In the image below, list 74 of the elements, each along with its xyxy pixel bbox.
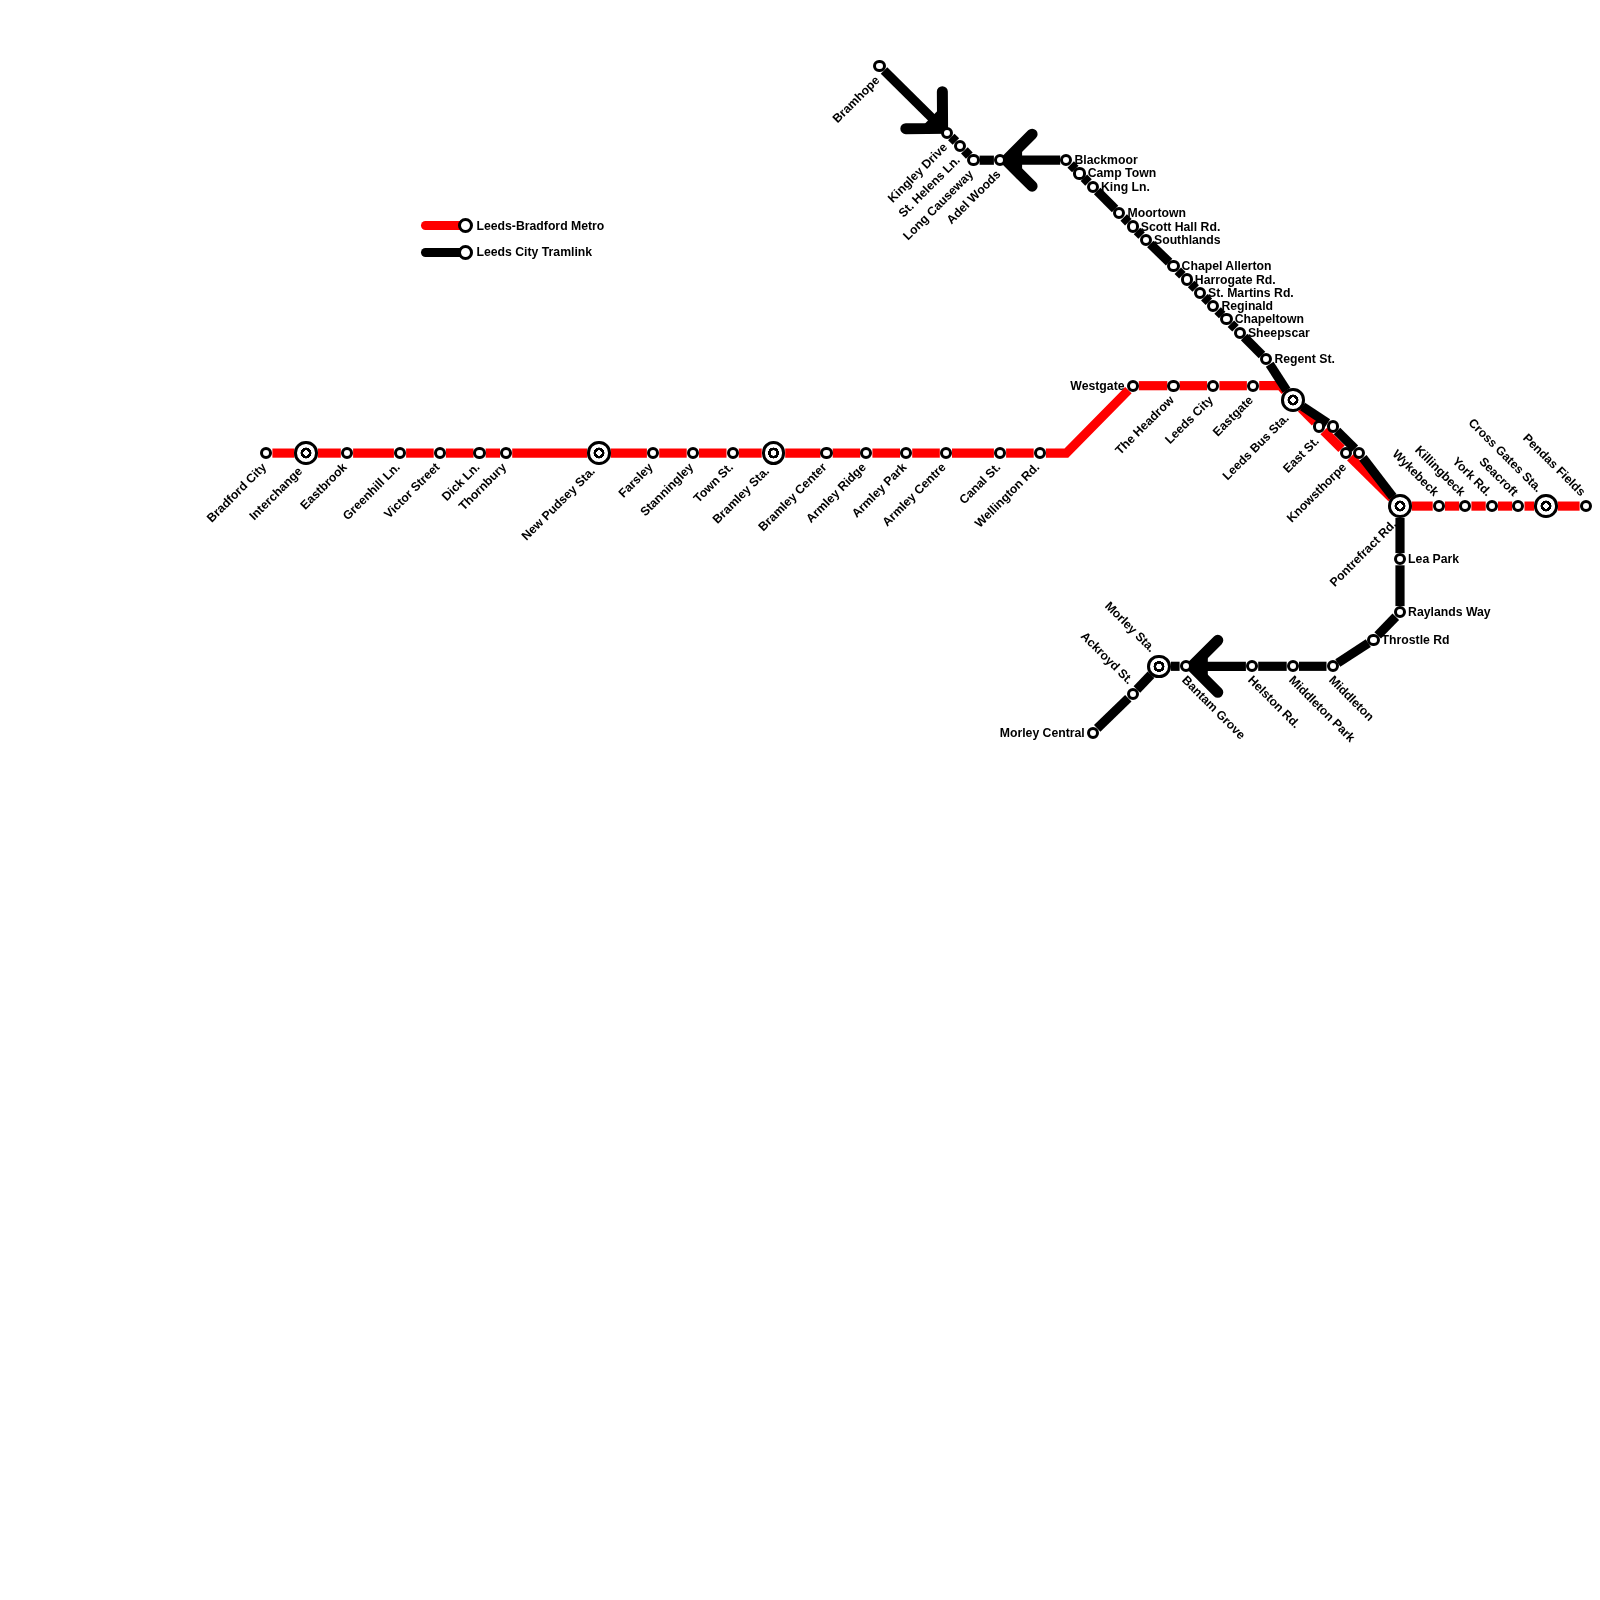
track-line bbox=[952, 448, 994, 458]
track-line bbox=[1120, 214, 1132, 226]
track-line bbox=[445, 448, 474, 458]
track-line bbox=[979, 155, 994, 165]
track-line bbox=[1179, 381, 1208, 391]
track-line bbox=[1524, 501, 1535, 511]
track-line bbox=[832, 448, 861, 458]
track-line bbox=[880, 67, 951, 137]
track-line bbox=[1138, 381, 1168, 391]
track-line bbox=[1557, 501, 1580, 511]
track-line bbox=[1320, 427, 1345, 452]
track-line bbox=[1395, 565, 1405, 607]
legend-label: Leeds-Bradford Metro bbox=[476, 218, 605, 233]
station-name: Chapeltown bbox=[1234, 312, 1304, 327]
track-line bbox=[1133, 227, 1145, 239]
track-line bbox=[1395, 517, 1405, 554]
track-line bbox=[1240, 333, 1266, 359]
track-line bbox=[1300, 402, 1331, 427]
track-line bbox=[1227, 320, 1239, 332]
station-name: Southlands bbox=[1154, 232, 1221, 247]
legend-label: Leeds City Tramlink bbox=[476, 245, 593, 260]
track-line bbox=[1147, 240, 1173, 266]
station-name: Harrogate Rd. bbox=[1194, 272, 1276, 287]
track-line bbox=[872, 448, 900, 458]
track-line bbox=[1093, 187, 1119, 213]
station-name: Scott Hall Rd. bbox=[1140, 219, 1221, 234]
station-name: Reginald bbox=[1221, 299, 1274, 314]
track-line bbox=[659, 448, 687, 458]
track-line bbox=[1299, 661, 1327, 671]
track-line bbox=[485, 448, 500, 458]
track-line bbox=[406, 448, 434, 458]
track-line bbox=[1133, 671, 1155, 693]
track-line bbox=[1170, 661, 1180, 671]
track-line bbox=[1333, 427, 1359, 452]
track-line bbox=[1374, 613, 1400, 639]
track-line bbox=[1471, 501, 1486, 511]
track-line bbox=[912, 448, 940, 458]
station-name: Raylands Way bbox=[1408, 605, 1491, 620]
track-line bbox=[1219, 381, 1247, 391]
track-line bbox=[1258, 661, 1287, 671]
station-name: Regent St. bbox=[1274, 352, 1335, 367]
track-line bbox=[1094, 694, 1132, 732]
track-line bbox=[1174, 267, 1186, 279]
track-line bbox=[1045, 386, 1132, 458]
station-name: Lea Park bbox=[1408, 552, 1460, 567]
track-line bbox=[1411, 501, 1433, 511]
station-name: King Ln. bbox=[1100, 179, 1150, 194]
track-line bbox=[961, 147, 973, 159]
track-line bbox=[738, 448, 762, 458]
track-line bbox=[1201, 293, 1213, 306]
track-line bbox=[1498, 501, 1513, 511]
track-line bbox=[948, 133, 960, 145]
station-name: Westgate bbox=[1070, 378, 1125, 393]
station-name: Morley Central bbox=[999, 725, 1085, 740]
track-line bbox=[785, 448, 821, 458]
station-name: St. Martins Rd. bbox=[1208, 285, 1294, 300]
station-name: Chapel Allerton bbox=[1181, 259, 1272, 274]
track-line bbox=[1335, 639, 1371, 667]
track-line bbox=[1265, 361, 1291, 393]
track-line bbox=[699, 448, 727, 458]
station-name: Throstle Rd bbox=[1381, 632, 1450, 647]
station-name: Moortown bbox=[1127, 206, 1186, 221]
station-name: Sheepscar bbox=[1247, 325, 1310, 340]
track-line bbox=[1359, 455, 1397, 500]
station-name: Blackmoor bbox=[1074, 153, 1138, 168]
track-line bbox=[1187, 280, 1199, 292]
track-line bbox=[610, 448, 647, 458]
track-line bbox=[1006, 448, 1034, 458]
track-line bbox=[1444, 501, 1460, 511]
station-name: Camp Town bbox=[1087, 166, 1157, 181]
track-line bbox=[317, 448, 341, 458]
track-line bbox=[512, 448, 588, 458]
track-line bbox=[353, 448, 394, 458]
track-line bbox=[272, 448, 295, 458]
